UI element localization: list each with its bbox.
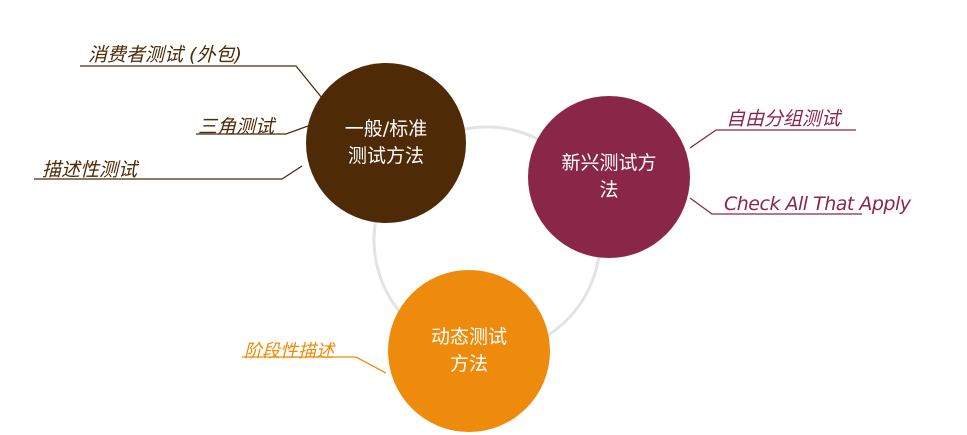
leader-line-phase xyxy=(242,356,387,374)
leader-line-free-sorting xyxy=(689,129,856,149)
leader-line-triangle xyxy=(196,125,309,135)
node-standard-methods: 一般/标准 测试方法 xyxy=(306,63,466,223)
node-dynamic-label: 动态测试 方法 xyxy=(430,326,507,375)
node-dynamic-methods: 动态测试 方法 xyxy=(388,270,550,432)
branch-label-phase-description: 阶段性描述 xyxy=(244,341,334,362)
branch-label-cata: Check All That Apply xyxy=(724,193,911,215)
node-emerging-label: 新兴测试方 法 xyxy=(561,152,657,201)
branch-label-consumer-test: 消费者测试 (外包) xyxy=(88,44,242,66)
node-emerging-methods: 新兴测试方 法 xyxy=(528,96,690,258)
branch-label-triangle-test: 三角测试 xyxy=(198,116,275,138)
leader-line-consumer xyxy=(80,65,323,99)
branch-label-free-sorting: 自由分组测试 xyxy=(726,108,841,130)
node-standard-label: 一般/标准 测试方法 xyxy=(344,118,428,167)
branch-label-descriptive-test: 描述性测试 xyxy=(42,159,138,181)
leader-line-cata xyxy=(689,197,862,215)
leader-line-descriptive xyxy=(34,165,303,180)
